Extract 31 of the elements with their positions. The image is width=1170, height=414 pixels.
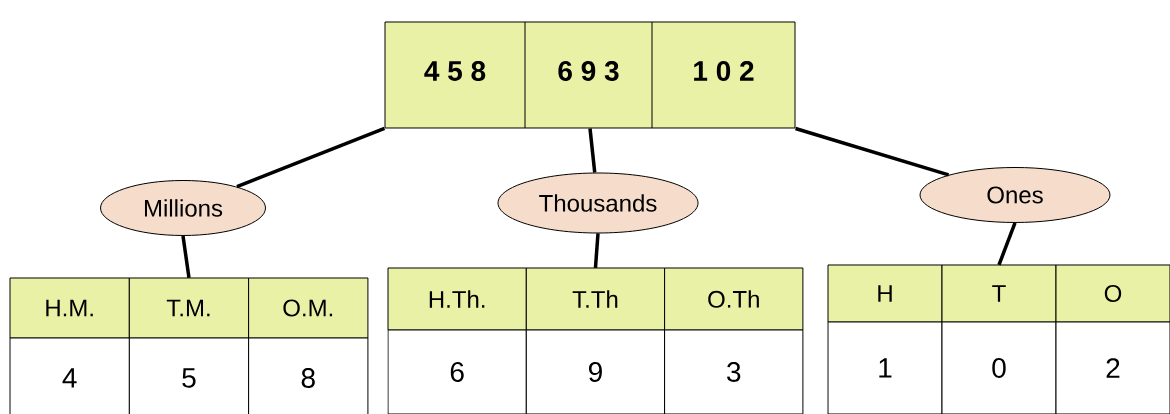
period-oval: Ones <box>919 167 1111 223</box>
table-cell: 5 <box>128 337 250 414</box>
number-group: 1 0 2 <box>694 61 754 81</box>
table-cell: H <box>827 264 943 323</box>
connector-line <box>236 126 386 189</box>
table-cell: 3 <box>664 329 804 414</box>
table-cell: 6 <box>387 329 527 414</box>
table-cell: 8 <box>248 337 369 414</box>
connector-line <box>997 222 1017 266</box>
table-cell: 1 <box>827 321 943 414</box>
connector-line <box>593 233 600 268</box>
table-cell: 2 <box>1055 321 1170 414</box>
table-cell: T.Th <box>525 267 666 331</box>
table-cell: T <box>941 264 1057 323</box>
table-cell: 0 <box>941 321 1057 414</box>
table-cell: O.Th <box>664 267 804 331</box>
connector-line <box>181 235 191 279</box>
table-cell: 9 <box>525 329 666 414</box>
table-cell: O.M. <box>248 277 369 339</box>
table-cell: T.M. <box>128 277 250 339</box>
period-oval: Millions <box>100 180 266 236</box>
table-cell: O <box>1055 264 1170 323</box>
table-cell: H.Th. <box>387 267 527 331</box>
number-group: 4 5 8 <box>424 61 486 81</box>
connector-line <box>795 126 950 177</box>
number-group: 6 9 3 <box>558 61 619 81</box>
connector-line <box>588 128 597 173</box>
table-cell: H.M. <box>9 277 130 339</box>
period-oval: Thousands <box>497 172 699 234</box>
table-cell: 4 <box>9 337 130 414</box>
number-box <box>384 21 796 129</box>
